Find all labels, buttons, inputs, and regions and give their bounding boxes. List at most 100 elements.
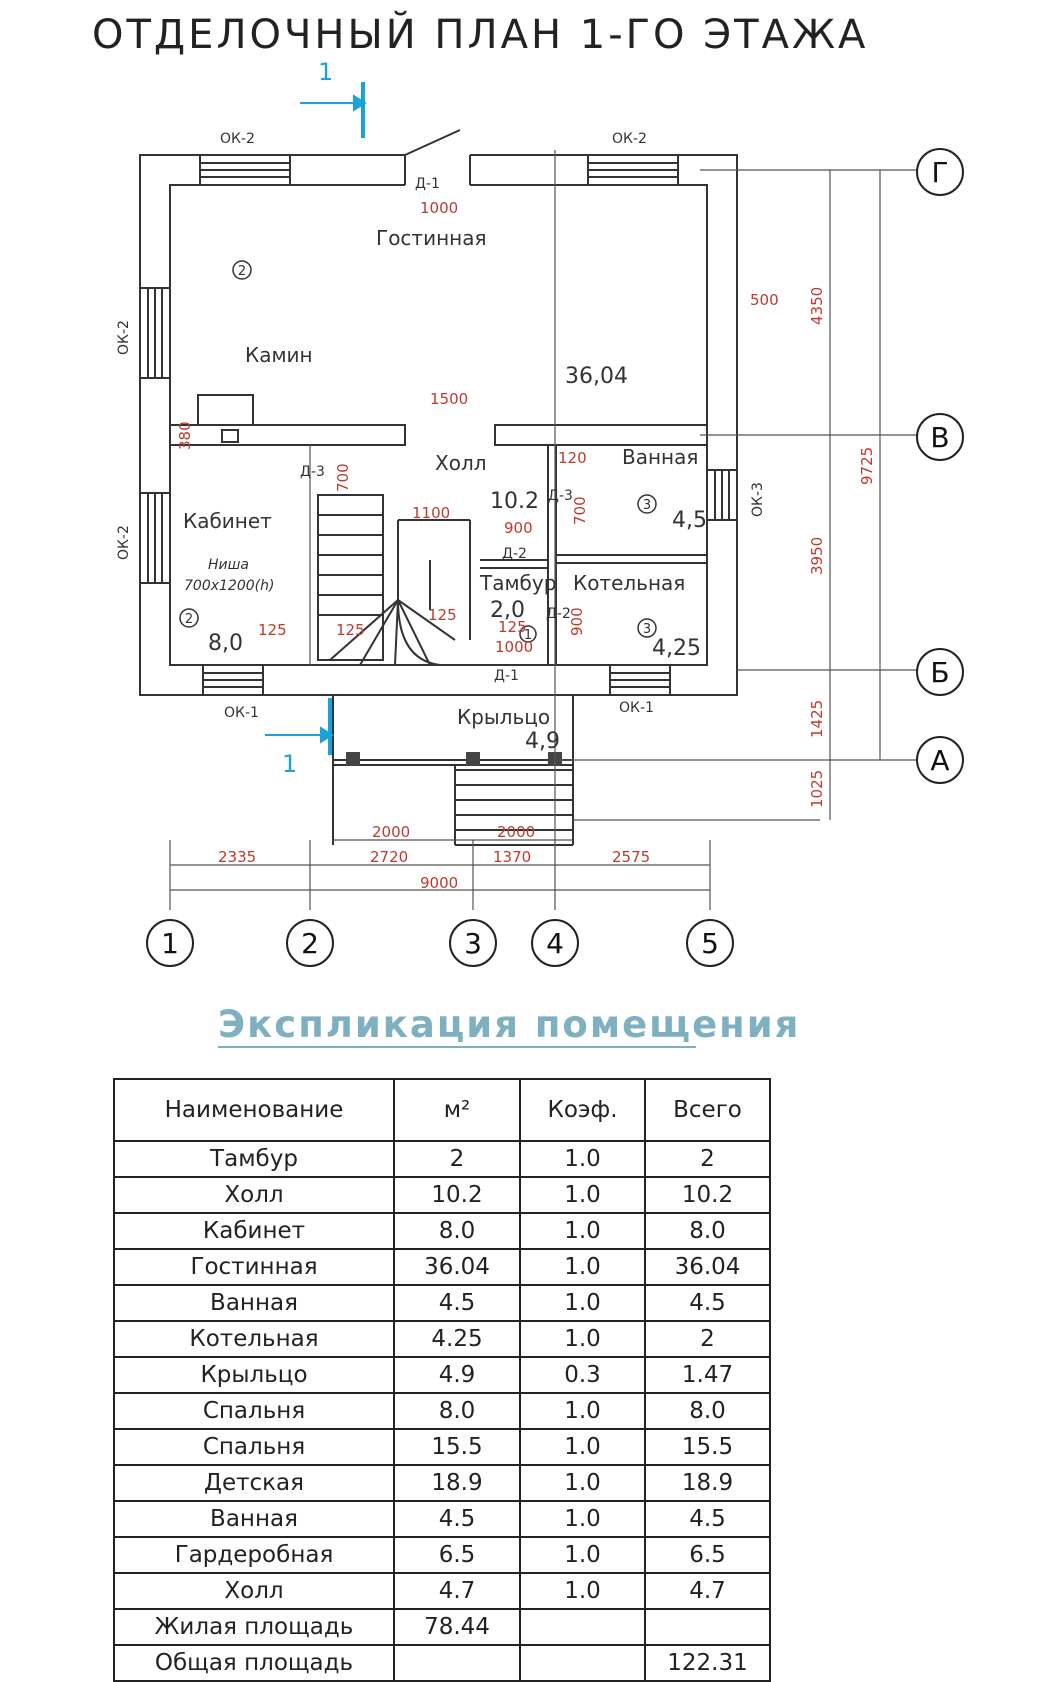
label-d3-bath: Д-3	[548, 488, 573, 504]
dim-9725: 9725	[858, 447, 876, 485]
cell-coef: 1.0	[519, 1248, 646, 1286]
finish-mark-tambour: 1	[524, 628, 532, 643]
header-coef: Коэф.	[519, 1078, 646, 1142]
cell-total: 4.7	[644, 1572, 771, 1610]
cell-coef: 1.0	[519, 1212, 646, 1250]
cell-total: 8.0	[644, 1212, 771, 1250]
label-d2-boiler: Д-2	[546, 606, 571, 622]
area-living: 36,04	[565, 364, 628, 389]
dim-700-right: 700	[571, 496, 589, 525]
dim-1425: 1425	[808, 700, 826, 738]
cell-name: Общая площадь	[113, 1644, 395, 1682]
axis-label-b: Б	[930, 656, 949, 689]
cell-coef: 1.0	[519, 1320, 646, 1358]
axis-label-a: А	[930, 744, 949, 777]
section-mark-bottom: 1	[282, 750, 297, 778]
cell-coef: 1.0	[519, 1392, 646, 1430]
label-ok2-top-right: ОК-2	[612, 131, 647, 147]
dim-2335: 2335	[218, 848, 256, 866]
porch-stairs	[454, 765, 574, 846]
window-ok3-right	[706, 469, 738, 521]
cell-area: 2	[393, 1140, 521, 1178]
cell-name: Ванная	[113, 1284, 395, 1322]
room-tambour: Тамбур	[479, 571, 556, 595]
dim-1000-top: 1000	[420, 199, 458, 217]
cell-total: 2	[644, 1140, 771, 1178]
room-living: Гостинная	[376, 226, 487, 250]
label-ok2-top-left: ОК-2	[220, 131, 255, 147]
dim-1370: 1370	[493, 848, 531, 866]
axis-bubble-v	[916, 413, 964, 461]
dim-125-a: 125	[258, 621, 287, 639]
room-porch: Крыльцо	[457, 705, 550, 729]
cell-area: 4.9	[393, 1356, 521, 1394]
dim-2575: 2575	[612, 848, 650, 866]
cell-name: Спальня	[113, 1428, 395, 1466]
cell-coef: 1.0	[519, 1536, 646, 1574]
cell-name: Холл	[113, 1572, 395, 1610]
cell-coef: 1.0	[519, 1572, 646, 1610]
section-mark-top: 1	[318, 58, 333, 86]
cell-total: 36.04	[644, 1248, 771, 1286]
plan-title: ОТДЕЛОЧНЫЙ ПЛАН 1-ГО ЭТАЖА	[92, 12, 869, 58]
axis-bubble-3	[449, 919, 497, 967]
label-ok1-right: ОК-1	[619, 700, 654, 716]
dim-900-h: 900	[504, 519, 533, 537]
area-bath: 4,5	[672, 508, 707, 533]
axis-label-v: В	[930, 421, 949, 454]
axis-label-3: 3	[464, 927, 482, 960]
window-ok1-bottom-left	[202, 664, 264, 696]
cell-total: 4.5	[644, 1500, 771, 1538]
cell-coef: 1.0	[519, 1176, 646, 1214]
floor-plan: Г В Б А 1 2 3 4 5 1 1 Гостинная Холл Каб…	[116, 58, 964, 967]
area-hall: 10.2	[490, 489, 539, 514]
cell-area: 4.5	[393, 1500, 521, 1538]
dim-9000: 9000	[420, 874, 458, 892]
label-ok3: ОК-3	[750, 482, 766, 517]
niche-label: Ниша	[208, 557, 249, 573]
cell-area: 18.9	[393, 1464, 521, 1502]
cell-total: 10.2	[644, 1176, 771, 1214]
table-header-row: Наименование м² Коэф. Всего	[113, 1078, 771, 1142]
cell-area: 36.04	[393, 1248, 521, 1286]
cell-total: 6.5	[644, 1536, 771, 1574]
header-area: м²	[393, 1078, 521, 1142]
cell-coef	[519, 1644, 646, 1682]
cell-total: 2	[644, 1320, 771, 1358]
cell-total: 15.5	[644, 1428, 771, 1466]
axis-label-5: 5	[701, 927, 719, 960]
cell-coef	[519, 1608, 646, 1646]
red-dimensions: 1000 500 1500 380 700 120 700 1100 900 9…	[176, 199, 876, 892]
dim-2000-b: 2000	[497, 823, 535, 841]
cell-name: Детская	[113, 1464, 395, 1502]
window-ok2-top-right	[587, 154, 679, 186]
cell-name: Крыльцо	[113, 1356, 395, 1394]
room-hall: Холл	[435, 451, 487, 475]
dim-1000-tambour: 1000	[495, 638, 533, 656]
cell-name: Гардеробная	[113, 1536, 395, 1574]
cell-area: 15.5	[393, 1428, 521, 1466]
axis-bubble-1	[146, 919, 194, 967]
label-d1-front: Д-1	[415, 176, 440, 192]
room-cabinet: Кабинет	[183, 509, 272, 533]
axis-label-g: Г	[931, 156, 948, 189]
cell-total: 1.47	[644, 1356, 771, 1394]
room-bath: Ванная	[622, 445, 698, 469]
cell-name: Холл	[113, 1176, 395, 1214]
dim-4350: 4350	[808, 287, 826, 325]
cell-name: Кабинет	[113, 1212, 395, 1250]
cell-coef: 1.0	[519, 1464, 646, 1502]
cell-area: 4.5	[393, 1284, 521, 1322]
dim-900-v: 900	[568, 607, 586, 636]
cell-name: Котельная	[113, 1320, 395, 1358]
finish-mark-boiler: 3	[643, 622, 651, 637]
window-ok2-top-left	[199, 154, 291, 186]
